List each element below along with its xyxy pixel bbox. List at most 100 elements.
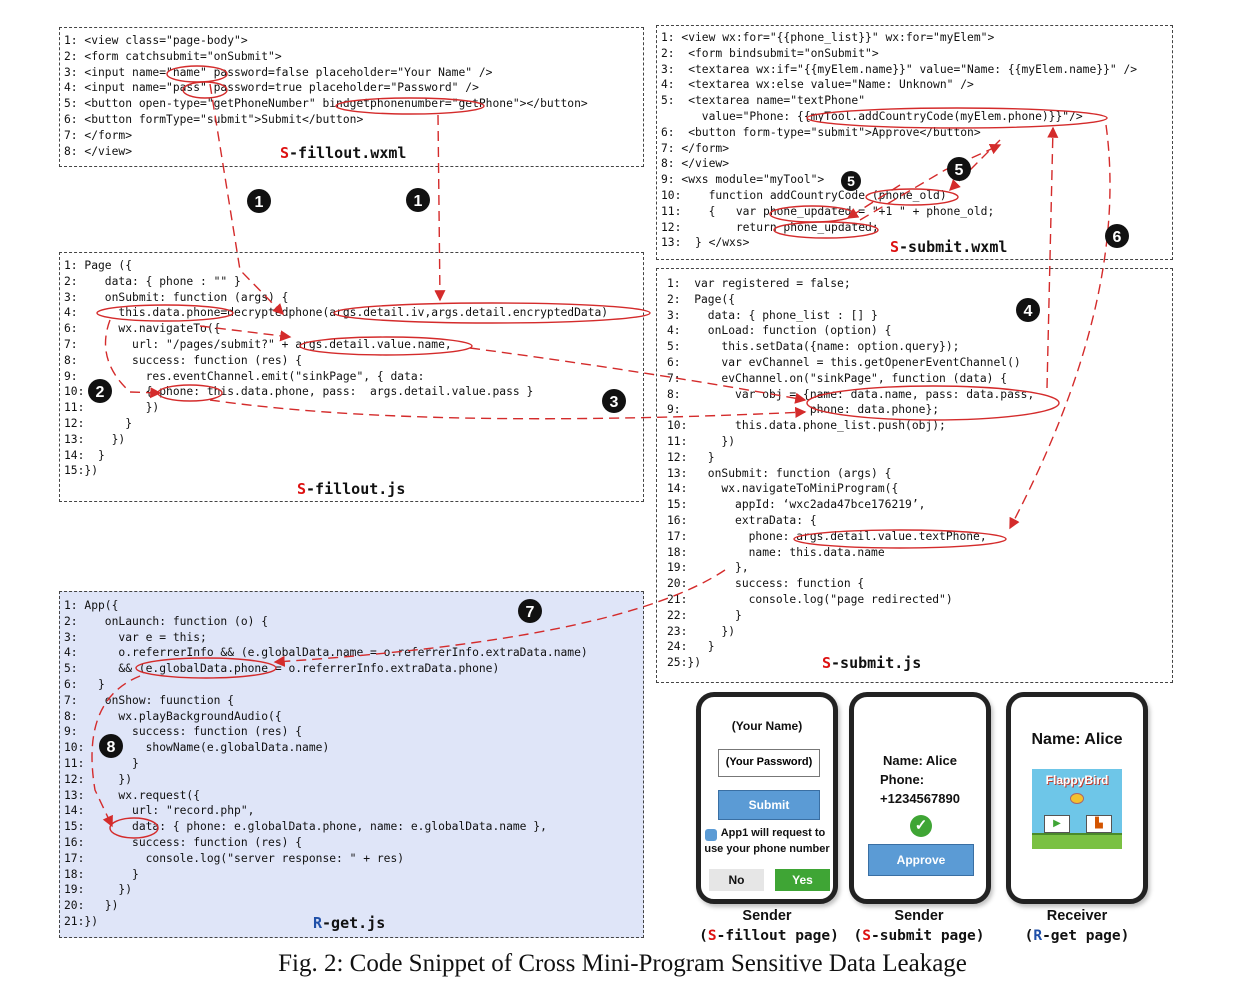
- code-line: 18: name: this.data.name: [667, 545, 885, 559]
- code-line: 1: <view class="page-body">: [64, 34, 248, 47]
- code-line: 14: }: [64, 448, 105, 462]
- sender-submit-caption: (S-submit page): [853, 928, 985, 944]
- code-line: 7: </form>: [661, 141, 730, 155]
- fillout-wxml-title: S-fillout.wxml: [280, 144, 407, 162]
- code-line: 17: phone: args.detail.value.textPhone,: [667, 529, 987, 543]
- code-line: 14: wx.navigateToMiniProgram({: [667, 482, 899, 496]
- code-line: 1: <view wx:for="{{phone_list}}" wx:for=…: [661, 31, 995, 44]
- game-title: FlappyBird: [1045, 773, 1109, 787]
- permission-dialog: App1 will request to use your phone numb…: [701, 827, 833, 867]
- code-line: 13: onSubmit: function (args) {: [667, 466, 892, 480]
- submit-js-panel: 1: var registered = false; 2: Page({ 3: …: [656, 268, 1173, 683]
- receiver-role: Receiver: [1046, 908, 1108, 924]
- fillout-js-panel: 1: Page ({ 2: data: { phone : "" } 3: on…: [59, 252, 644, 502]
- step-marker-1b: 1: [406, 188, 430, 212]
- code-line: 3: data: { phone_list : [] }: [667, 308, 878, 322]
- code-line: 8: wx.playBackgroundAudio({: [64, 709, 282, 723]
- code-line: 10: function addCountryCode (phone_old): [661, 188, 947, 202]
- sender-fillout-caption: (S-fillout page): [699, 928, 839, 944]
- name-field-label: (Your Name): [731, 719, 803, 733]
- receiver-caption: (R-get page): [1024, 928, 1130, 944]
- submit-wxml-code: 1: <view wx:for="{{phone_list}}" wx:for=…: [661, 30, 1170, 251]
- get-js-title: R-get.js: [313, 914, 386, 932]
- code-line: 24: }: [667, 640, 715, 654]
- yes-button[interactable]: Yes: [775, 869, 830, 891]
- code-line: 6: wx.navigateTo({: [64, 322, 221, 336]
- code-line: 7: onShow: fuunction {: [64, 693, 235, 707]
- code-line: 4: this.data.phone=decryptedphone(args.d…: [64, 306, 609, 320]
- code-line: 2: onLaunch: function (o) {: [64, 614, 269, 628]
- code-line: 2: data: { phone : "" }: [64, 274, 241, 288]
- code-line: 8: </view>: [661, 157, 730, 171]
- code-line: 19: }): [64, 883, 133, 897]
- code-line: 15: appId: ‘wxc2ada47bce176219’,: [667, 498, 926, 512]
- password-field[interactable]: (Your Password): [718, 749, 820, 777]
- code-line: 7: </form>: [64, 128, 133, 142]
- code-line: 2: <form catchsubmit="onSubmit">: [64, 49, 282, 63]
- sender-submit-role: Sender: [894, 908, 944, 924]
- code-line: value="Phone: {{myTool.addCountryCode(my…: [661, 109, 1083, 123]
- code-line: 14: url: "record.php",: [64, 804, 255, 818]
- code-line: 9: phone: data.phone};: [667, 403, 940, 417]
- no-button[interactable]: No: [709, 869, 764, 891]
- code-line: 1: Page ({: [64, 259, 133, 272]
- submit-wxml-title: S-submit.wxml: [890, 238, 1008, 256]
- phone-value: +1234567890: [880, 791, 960, 806]
- submit-wxml-panel: 1: <view wx:for="{{phone_list}}" wx:for=…: [656, 25, 1173, 260]
- submit-button[interactable]: Submit: [718, 790, 820, 820]
- code-line: 23: }): [667, 624, 736, 638]
- code-line: 3: onSubmit: function (args) {: [64, 290, 289, 304]
- code-line: 9: success: function (res) {: [64, 725, 303, 739]
- code-line: 13: } </wxs>: [661, 236, 750, 250]
- code-line: 4: onLoad: function (option) {: [667, 324, 892, 338]
- code-line: 3: var e = this;: [64, 630, 207, 644]
- code-line: 19: },: [667, 561, 749, 575]
- sender-fillout-role: Sender: [742, 908, 792, 924]
- code-line: 8: success: function (res) {: [64, 353, 303, 367]
- approve-button[interactable]: Approve: [868, 844, 974, 876]
- fillout-wxml-code: 1: <view class="page-body"> 2: <form cat…: [64, 33, 641, 159]
- sender-submit-phone: Name: Alice Phone: +1234567890 ✓ Approve: [849, 692, 991, 904]
- code-line: 1: App({: [64, 599, 119, 612]
- code-line: 1: var registered = false;: [667, 277, 851, 290]
- receiver-name-line: Name: Alice: [1031, 731, 1123, 748]
- code-line: 4: o.referrerInfo && (e.globalData.name …: [64, 646, 588, 660]
- code-line: 11: }: [64, 756, 139, 770]
- code-line: 9: <wxs module="myTool">: [661, 173, 825, 187]
- get-js-code: 1: App({ 2: onLaunch: function (o) { 3: …: [64, 598, 641, 930]
- code-line: 16: extraData: {: [667, 513, 817, 527]
- play-button[interactable]: ▶: [1044, 815, 1070, 833]
- code-line: 12: return phone_updated;: [661, 220, 879, 234]
- code-line: 5: && (e.globalData.phone = o.referrerIn…: [64, 662, 500, 676]
- code-line: 21: console.log("page redirected"): [667, 592, 953, 606]
- code-line: 5: <button open-type="getPhoneNumber" bi…: [64, 97, 588, 111]
- code-line: 10: { phone: this.data.phone, pass: args…: [64, 385, 534, 399]
- code-line: 22: }: [667, 608, 742, 622]
- code-line: 7: evChannel.on("sinkPage", function (da…: [667, 371, 1008, 385]
- code-line: 2: <form bindsubmit="onSubmit">: [661, 46, 879, 60]
- code-line: 15: data: { phone: e.globalData.phone, n…: [64, 820, 547, 834]
- code-line: 5: <textarea name="textPhone": [661, 94, 866, 108]
- fillout-js-title: S-fillout.js: [297, 480, 406, 498]
- code-line: 9: res.eventChannel.emit("sinkPage", { d…: [64, 369, 425, 383]
- code-line: 4: <input name="pass" password=true plac…: [64, 81, 479, 95]
- code-line: 11: { var phone_updated = "+1 " + phone_…: [661, 204, 995, 218]
- ground: [1032, 833, 1122, 849]
- leaderboard-button[interactable]: ▙: [1086, 815, 1112, 833]
- code-line: 15:}): [64, 464, 99, 478]
- code-line: 18: }: [64, 867, 139, 881]
- code-line: 6: <button formType="submit">Submit</but…: [64, 112, 364, 126]
- code-line: 10: showName(e.globalData.name): [64, 741, 330, 755]
- code-line: 3: <textarea wx:if="{{myElem.name}}" val…: [661, 62, 1138, 76]
- code-line: 16: success: function (res) {: [64, 835, 303, 849]
- permission-text-2: use your phone number: [704, 843, 830, 855]
- code-line: 11: }): [64, 401, 160, 415]
- code-line: 2: Page({: [667, 292, 736, 306]
- code-line: 10: this.data.phone_list.push(obj);: [667, 419, 946, 433]
- submit-js-title: S-submit.js: [822, 654, 922, 672]
- flappy-bird-game[interactable]: FlappyBird ▶ ▙: [1032, 769, 1122, 849]
- svg-text:1: 1: [255, 194, 264, 211]
- submit-js-code: 1: var registered = false; 2: Page({ 3: …: [667, 276, 1170, 671]
- sender-fillout-phone: (Your Name) (Your Password) Submit App1 …: [696, 692, 838, 904]
- app-icon: [705, 829, 717, 841]
